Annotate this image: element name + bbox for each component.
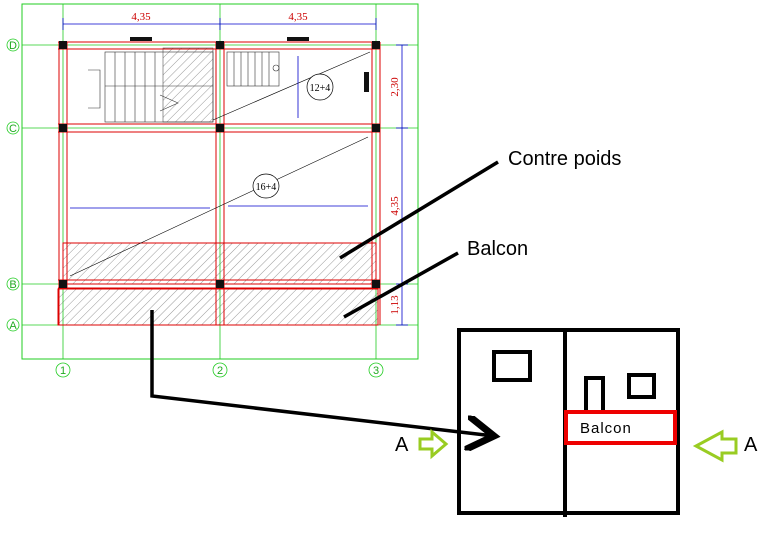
dim-right-2: 4,35 [389, 196, 401, 216]
row-axis-D: D [6, 38, 20, 52]
col-axis-3: 3 [368, 362, 384, 378]
door [584, 376, 605, 412]
window-right [627, 373, 656, 399]
row-axis-C: C [6, 121, 20, 135]
section-sketch: Balcon A A [395, 328, 758, 517]
top-dimensions: 4,35 4,35 [62, 11, 377, 30]
row-axis-C-label: C [9, 123, 17, 135]
columns [59, 37, 380, 288]
annotation-contre-poids-text: Contre poids [508, 148, 621, 170]
row-axis-A-label: A [9, 320, 17, 332]
view-marker-right-label: A [744, 434, 758, 456]
view-marker-right: A [692, 429, 758, 463]
stair-hatch [162, 47, 214, 123]
view-marker-left: A [395, 428, 449, 460]
row-axis-D-label: D [9, 40, 17, 52]
annotation-balcon: Balcon [343, 238, 528, 319]
dim-right-1: 2,30 [389, 77, 401, 97]
slab-label-2: 16+4 [252, 173, 280, 199]
slab-label-1-text: 12+4 [310, 83, 331, 94]
section-outline [457, 328, 680, 515]
stairs-right [226, 51, 280, 87]
col-axis-2: 2 [212, 362, 228, 378]
section-link-arrow [150, 310, 494, 436]
balcon-box [564, 410, 677, 445]
col-axis-1-label: 1 [60, 365, 66, 377]
window-left [492, 350, 532, 382]
row-axis-B: B [6, 277, 20, 291]
slab-lines [69, 51, 371, 277]
balcon-zone [57, 288, 379, 326]
col-axis-1: 1 [55, 362, 71, 378]
view-arrow-left-icon [418, 428, 449, 460]
row-axis-B-label: B [9, 279, 16, 291]
contre-poids-zone [62, 242, 377, 285]
annotation-balcon-text: Balcon [467, 238, 528, 260]
balcon-box-label: Balcon [580, 420, 632, 437]
col-axis-2-label: 2 [217, 365, 223, 377]
slab-label-1: 12+4 [306, 73, 334, 101]
row-axis-A: A [6, 318, 20, 332]
span-arrows [70, 56, 368, 209]
view-marker-left-label: A [395, 434, 409, 456]
view-arrow-right-icon [692, 429, 738, 463]
stairs-left [88, 51, 214, 123]
dim-top-2: 4,35 [288, 11, 308, 23]
floor-plan: 12+4 16+4 4,35 4,35 2,30 4,35 1,13 [6, 3, 419, 378]
dim-right-3: 1,13 [389, 295, 401, 315]
dim-top-1: 4,35 [131, 11, 151, 23]
col-axis-3-label: 3 [373, 365, 379, 377]
slab-label-2-text: 16+4 [256, 182, 277, 193]
right-dimensions: 2,30 4,35 1,13 [389, 44, 408, 326]
annotation-contre-poids: Contre poids [339, 148, 621, 260]
